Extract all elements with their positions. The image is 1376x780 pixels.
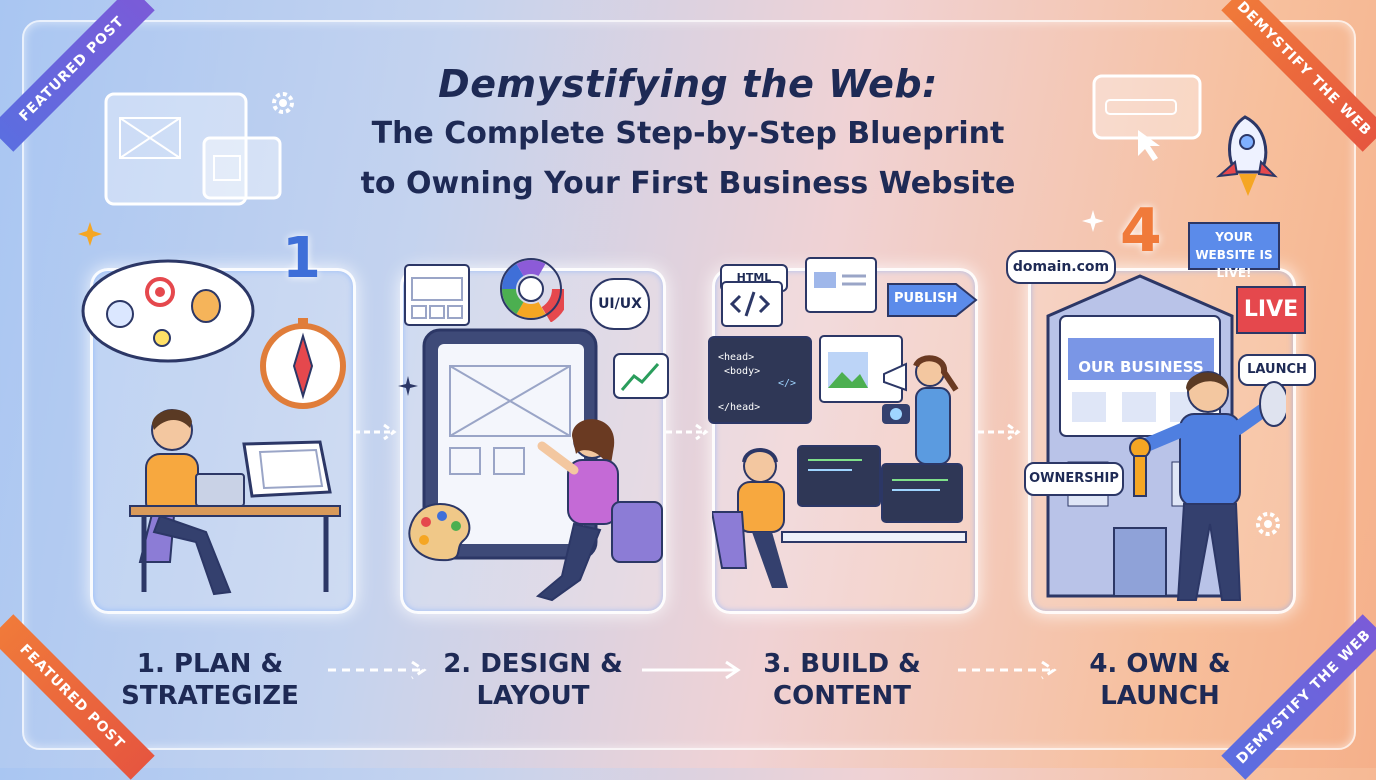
bottom-arrow-3 — [958, 660, 1057, 680]
webpage-icon-step3 — [805, 257, 877, 313]
step-4-label-line-1: 4. OWN & — [1089, 649, 1231, 679]
wireframe-icon-right — [1092, 74, 1202, 161]
code-editor-window: <head> <body> </> </head> — [708, 336, 812, 424]
ownership-badge: OWNERSHIP — [1024, 462, 1124, 496]
color-wheel-icon — [498, 256, 564, 322]
live-flag: LIVE — [1236, 286, 1306, 334]
step-4-number: 4 — [1120, 196, 1162, 266]
our-business-label: OUR BUSINESS — [1078, 358, 1204, 376]
wireframe-icon-step2 — [404, 264, 470, 326]
step-2-label-line-2: LAYOUT — [476, 681, 590, 711]
image-webpage-icon — [819, 335, 903, 403]
publish-arrow: PUBLISH — [886, 280, 978, 320]
domain-badge: domain.com — [1006, 250, 1116, 284]
card-arrow-1 — [354, 423, 397, 441]
step-4-label-line-2: LAUNCH — [1100, 681, 1220, 711]
compass-icon — [260, 318, 346, 409]
step-1-number: 1 — [282, 226, 321, 291]
step-1-label: 1. PLAN & STRATEGIZE — [110, 648, 310, 712]
gear-icon — [1256, 512, 1280, 536]
step-1-label-line-2: STRATEGIZE — [121, 681, 299, 711]
paint-palette-icon — [408, 502, 471, 562]
title-line-2: The Complete Step-by-Step Blueprint — [371, 116, 1005, 151]
wireframe-icon-left — [104, 92, 282, 206]
code-line-1: <head> — [718, 352, 755, 363]
owner-illustration — [1129, 371, 1286, 601]
code-file-icon — [721, 281, 783, 327]
step-2-label-line-1: 2. DESIGN & — [443, 649, 623, 679]
tablet-wireframe-illustration — [422, 328, 598, 560]
code-line-4: </head> — [718, 402, 761, 413]
step-1-label-line-1: 1. PLAN & — [136, 649, 284, 679]
code-line-3: </> — [778, 378, 797, 389]
business-building-illustration — [1046, 274, 1234, 598]
sparkle-icon — [398, 376, 418, 396]
card-arrow-2 — [666, 423, 709, 441]
gear-icon — [272, 92, 294, 114]
sparkle-icon — [1082, 210, 1104, 232]
rocket-icon — [1215, 115, 1278, 196]
step-3-label-line-1: 3. BUILD & — [763, 649, 921, 679]
person-planning-illustration — [129, 409, 341, 596]
developer-illustration — [712, 445, 967, 588]
code-line-2: <body> — [724, 366, 761, 377]
bottom-arrow-2 — [642, 660, 741, 680]
title-line-3: to Owning Your First Business Website — [360, 166, 1016, 201]
thought-bubble-icon — [81, 259, 255, 363]
bottom-arrow-1 — [328, 660, 427, 680]
card-arrow-3 — [978, 423, 1021, 441]
title-line-1: Demystifying the Web: — [438, 62, 938, 106]
marketer-illustration — [882, 355, 959, 465]
step-4-label: 4. OWN & LAUNCH — [1070, 648, 1250, 712]
outer-frame — [22, 20, 1356, 750]
uiux-badge: UI/UX — [590, 278, 650, 330]
step-2-label: 2. DESIGN & LAYOUT — [420, 648, 646, 712]
publish-label: PUBLISH — [894, 291, 958, 306]
live-banner-flag: YOUR WEBSITE IS LIVE! — [1188, 222, 1280, 280]
step-3-label-line-2: CONTENT — [773, 681, 911, 711]
growth-chart-icon — [613, 353, 669, 399]
step-3-label: 3. BUILD & CONTENT — [742, 648, 942, 712]
sparkle-icon — [78, 222, 102, 246]
designer-illustration — [535, 419, 663, 602]
